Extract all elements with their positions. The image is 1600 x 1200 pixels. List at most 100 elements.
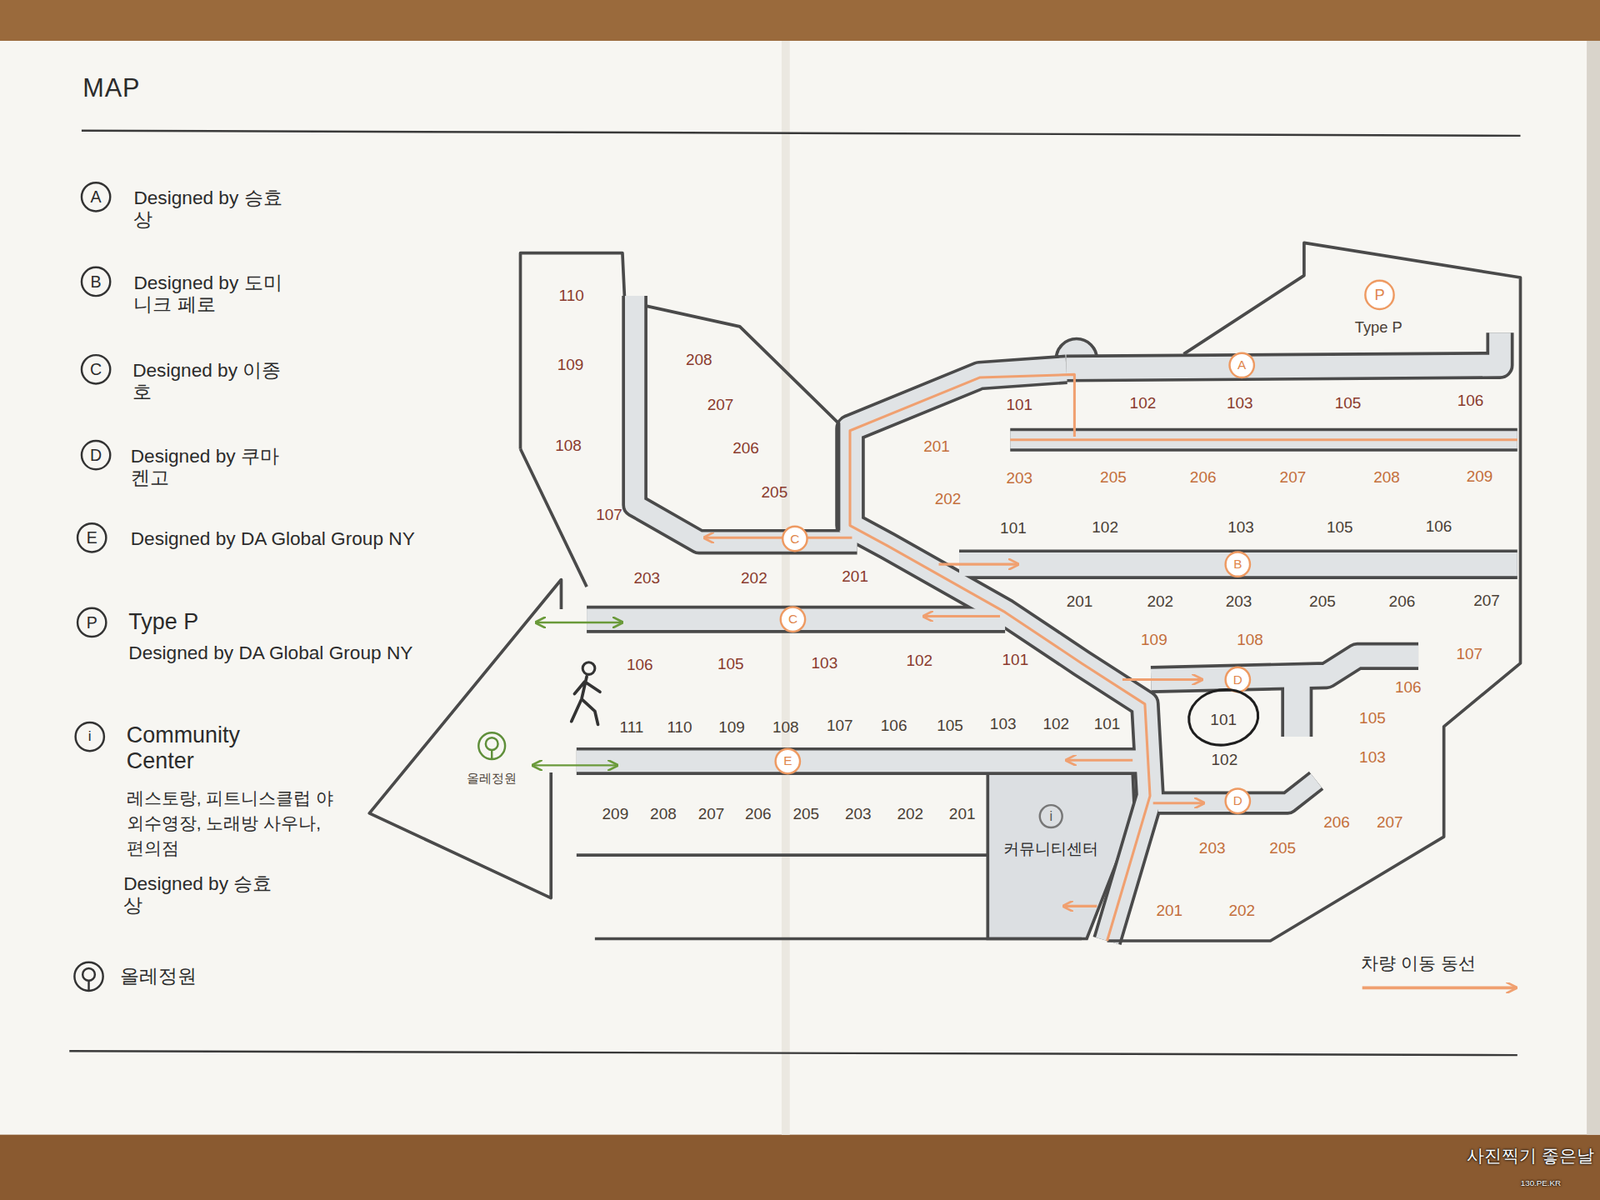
pedestrian-icon bbox=[571, 662, 600, 725]
road-edge bbox=[959, 549, 1518, 580]
unit-number: 206 bbox=[745, 805, 772, 824]
legend-text: Designed by 승효상 bbox=[133, 186, 297, 230]
block-outline bbox=[520, 253, 625, 450]
marker-circle bbox=[1230, 353, 1255, 378]
marker-circle bbox=[1365, 280, 1394, 310]
unit-number: 102 bbox=[1091, 518, 1119, 537]
area-label: Type P bbox=[1355, 318, 1403, 336]
legend-letter: P bbox=[86, 613, 98, 633]
unit-number: 106 bbox=[1457, 391, 1485, 410]
unit-number: 108 bbox=[1236, 630, 1264, 650]
block-outline bbox=[646, 305, 839, 530]
unit-number: 103 bbox=[1359, 748, 1386, 767]
road-surface bbox=[1010, 430, 1518, 449]
unit-number: 109 bbox=[1140, 630, 1168, 650]
legend-text: Designed by 도미니크 페로 bbox=[133, 271, 297, 315]
unit-number: 105 bbox=[717, 655, 745, 674]
road-marker: A bbox=[1237, 358, 1246, 374]
unit-number: 207 bbox=[698, 805, 725, 824]
vehicle-route bbox=[850, 374, 1150, 941]
unit-number: 209 bbox=[602, 805, 630, 824]
marker-circle bbox=[775, 280, 1395, 814]
background bbox=[1586, 40, 1600, 1135]
unit-number: 203 bbox=[1005, 469, 1033, 488]
unit-number: 209 bbox=[1466, 467, 1494, 486]
unit-number: 105 bbox=[1359, 709, 1386, 728]
unit-number: 206 bbox=[1323, 813, 1350, 832]
unit-number: 207 bbox=[1280, 468, 1307, 487]
unit-number: 105 bbox=[936, 716, 964, 735]
hand-drawn-circle bbox=[1185, 685, 1262, 750]
unit-number: 206 bbox=[732, 439, 760, 458]
node-text: 커뮤니티센터 bbox=[1003, 840, 1099, 859]
road-edge bbox=[1010, 428, 1518, 452]
unit-number: 102 bbox=[1130, 394, 1157, 413]
legend-text: 차량 이동 동선 bbox=[1360, 953, 1476, 974]
marker-circle bbox=[775, 749, 800, 774]
vehicle-route bbox=[1122, 678, 1203, 681]
unit-number: 106 bbox=[1395, 678, 1422, 697]
unit-number: 201 bbox=[1066, 593, 1094, 612]
unit-number: 101 bbox=[1002, 650, 1030, 670]
unit-number: 201 bbox=[841, 567, 869, 586]
pedestrian-icon bbox=[571, 676, 600, 725]
vehicle-route bbox=[1362, 985, 1517, 990]
hand-drawn-circle bbox=[1185, 685, 1262, 750]
vehicle-route bbox=[1153, 801, 1205, 805]
legend-letter: D bbox=[90, 445, 102, 465]
unit-number: 107 bbox=[826, 716, 854, 735]
watermark: 130.PE.KR bbox=[1520, 1179, 1561, 1189]
road-surface bbox=[1066, 332, 1500, 369]
unit-number: 105 bbox=[1326, 518, 1354, 537]
road-edge bbox=[586, 605, 1005, 634]
unit-number: 101 bbox=[1094, 715, 1121, 734]
block-outline bbox=[369, 580, 561, 899]
background bbox=[781, 40, 790, 1135]
garden-label: 올레정원 bbox=[466, 770, 517, 786]
unit-number: 103 bbox=[811, 654, 839, 673]
unit-number: 102 bbox=[905, 652, 933, 671]
unit-number: 109 bbox=[557, 355, 585, 375]
garden-icon bbox=[87, 980, 90, 991]
unit-number: 103 bbox=[1226, 394, 1254, 413]
legend-text: Designed by DA Global Group NY bbox=[130, 527, 415, 550]
unit-number: 203 bbox=[845, 805, 872, 824]
unit-number: 108 bbox=[555, 436, 582, 455]
road-marker: C bbox=[790, 531, 800, 547]
garden-icon bbox=[485, 737, 499, 750]
legend-text: Designed by 승효상 bbox=[123, 872, 287, 916]
unit-number: 205 bbox=[1100, 468, 1127, 487]
road-edge bbox=[576, 747, 1144, 775]
road-edge bbox=[1066, 332, 1500, 369]
unit-number: 202 bbox=[740, 569, 768, 588]
vehicle-route bbox=[1063, 905, 1097, 908]
unit-number: 208 bbox=[650, 805, 677, 824]
rule-line bbox=[69, 130, 1520, 1055]
legend-letter: i bbox=[88, 728, 92, 745]
info-marker: i bbox=[1049, 808, 1053, 824]
unit-number: 205 bbox=[1269, 839, 1296, 858]
unit-number: 203 bbox=[1225, 593, 1253, 612]
background bbox=[0, 0, 1600, 41]
unit-number: 202 bbox=[1228, 902, 1255, 921]
block-outline bbox=[576, 853, 988, 857]
unit-number: 111 bbox=[620, 718, 645, 737]
walkway-arrow bbox=[532, 622, 623, 765]
road-edge bbox=[1280, 675, 1313, 737]
marker-circle bbox=[1225, 789, 1250, 814]
block-outline bbox=[369, 242, 1520, 941]
road-surface bbox=[576, 295, 1518, 941]
block-outline bbox=[520, 449, 587, 587]
legend-circle bbox=[75, 182, 1063, 828]
marker-circle bbox=[1225, 667, 1250, 692]
unit-number: 202 bbox=[1146, 593, 1174, 612]
garden-icon bbox=[74, 962, 103, 991]
legend-text: 올레정원 bbox=[120, 965, 197, 988]
unit-number: 107 bbox=[595, 505, 623, 525]
rule-line bbox=[69, 1050, 1518, 1055]
unit-number: 201 bbox=[923, 437, 950, 456]
legend-circle bbox=[77, 523, 106, 552]
legend-text: Type P bbox=[128, 609, 199, 635]
legend-text: Community Center bbox=[126, 722, 295, 775]
